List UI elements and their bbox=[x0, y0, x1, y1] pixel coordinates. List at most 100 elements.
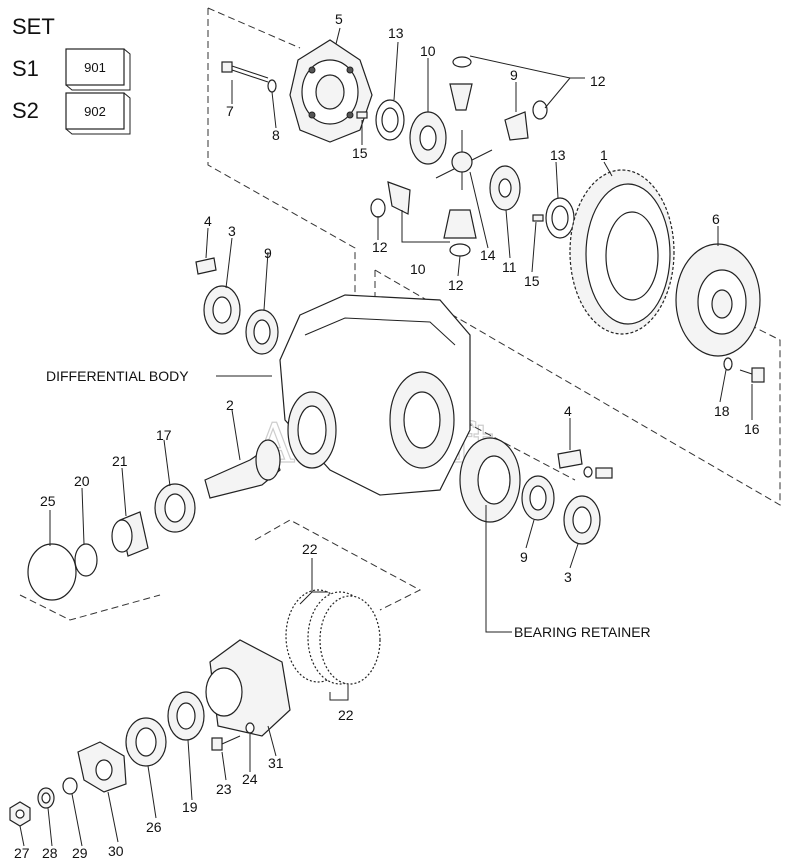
callout-5: 5 bbox=[335, 11, 343, 27]
frame-shim bbox=[19, 594, 161, 621]
part-19-bearing[interactable] bbox=[167, 691, 205, 741]
part-3-adjuster-a[interactable] bbox=[203, 285, 241, 335]
callout-31: 31 bbox=[268, 755, 284, 771]
part-1-ring-gear[interactable] bbox=[569, 169, 675, 335]
callout-13-a: 13 bbox=[388, 25, 404, 41]
callout-21: 21 bbox=[112, 453, 128, 469]
set-s1-code: 901 bbox=[84, 60, 106, 75]
frame-differential-upper bbox=[207, 8, 356, 382]
label-differential-body: DIFFERENTIAL BODY bbox=[46, 368, 189, 384]
part-3-adjuster-b[interactable] bbox=[563, 495, 601, 545]
part-15-pin-a[interactable] bbox=[356, 111, 368, 119]
part-2-drive-pinion[interactable] bbox=[204, 439, 281, 499]
part-6-diff-case[interactable] bbox=[675, 243, 761, 357]
callout-13-b: 13 bbox=[550, 147, 566, 163]
part-15-pin-b[interactable] bbox=[532, 214, 544, 222]
part-11-side-gear-a[interactable] bbox=[409, 111, 447, 165]
part-17-washer[interactable] bbox=[723, 357, 733, 371]
part-16-bolt[interactable] bbox=[739, 367, 765, 383]
part-18-bearing[interactable] bbox=[154, 483, 196, 533]
part-24-washer[interactable] bbox=[245, 722, 255, 734]
part-26-seal[interactable] bbox=[125, 717, 167, 767]
part-4-bolt[interactable] bbox=[583, 466, 613, 479]
part-4-lock-plate-a[interactable] bbox=[195, 257, 217, 275]
callout-30: 30 bbox=[108, 843, 124, 859]
part-12-washer-b[interactable] bbox=[532, 100, 548, 120]
callout-4-a: 4 bbox=[204, 213, 212, 229]
callout-15-a: 15 bbox=[352, 145, 368, 161]
part-25-shim[interactable] bbox=[27, 543, 77, 601]
callout-8: 8 bbox=[272, 127, 280, 143]
callout-1: 1 bbox=[600, 147, 608, 163]
set-s1-label: S1 bbox=[12, 56, 39, 81]
part-5-diff-case[interactable] bbox=[289, 39, 373, 143]
callout-28: 28 bbox=[42, 845, 58, 861]
part-12-washer-d[interactable] bbox=[449, 243, 471, 257]
callout-12-a: 12 bbox=[590, 73, 606, 89]
part-10-pinion-c[interactable] bbox=[387, 181, 411, 215]
callout-11-a: 10 bbox=[420, 43, 436, 59]
frame-bearing-retainer bbox=[254, 519, 422, 611]
callout-15-b: 15 bbox=[524, 273, 540, 289]
callout-7: 7 bbox=[226, 103, 234, 119]
callout-26: 26 bbox=[146, 819, 162, 835]
part-12-washer-a[interactable] bbox=[452, 56, 472, 68]
callout-22-b: 22 bbox=[338, 707, 354, 723]
set-title: SET bbox=[12, 14, 55, 39]
part-29-o-ring[interactable] bbox=[62, 777, 78, 795]
set-s2-box[interactable] bbox=[65, 92, 125, 130]
callout-9-b: 9 bbox=[520, 549, 528, 565]
part-20-ring[interactable] bbox=[74, 543, 98, 577]
callout-16: 16 bbox=[744, 421, 760, 437]
part-27-nut[interactable] bbox=[9, 801, 31, 827]
callout-4-b: 4 bbox=[564, 403, 572, 419]
callout-12-c: 12 bbox=[448, 277, 464, 293]
callout-2: 2 bbox=[226, 397, 234, 413]
callout-22-a: 22 bbox=[302, 541, 318, 557]
bearing-retainer[interactable] bbox=[459, 437, 521, 523]
callout-3-a: 3 bbox=[228, 223, 236, 239]
part-9-bearing-b[interactable] bbox=[521, 475, 555, 521]
callout-11-b: 11 bbox=[502, 259, 517, 275]
callout-27: 27 bbox=[14, 845, 30, 861]
callouts: 5 7 8 15 13 10 9 12 1 13 6 12 10 12 14 1… bbox=[14, 11, 760, 861]
callout-3-b: 3 bbox=[564, 569, 572, 585]
set-s2-code: 902 bbox=[84, 104, 106, 119]
part-9-bearing-a[interactable] bbox=[245, 309, 279, 355]
callout-23: 23 bbox=[216, 781, 232, 797]
callout-10-b: 10 bbox=[410, 261, 426, 277]
callout-29: 29 bbox=[72, 845, 88, 861]
callout-25: 25 bbox=[40, 493, 56, 509]
part-4-lock-plate-b[interactable] bbox=[557, 449, 583, 469]
callout-6: 6 bbox=[712, 211, 720, 227]
part-8-washer[interactable] bbox=[267, 79, 277, 93]
part-10-pinion-a[interactable] bbox=[449, 83, 473, 111]
callout-24: 24 bbox=[242, 771, 258, 787]
callout-10-a: 9 bbox=[510, 67, 518, 83]
differential-body[interactable] bbox=[279, 294, 471, 496]
label-bearing-retainer: BEARING RETAINER bbox=[514, 624, 651, 640]
set-s1-box[interactable] bbox=[65, 48, 125, 86]
callout-19: 19 bbox=[182, 799, 198, 815]
part-12-washer-c[interactable] bbox=[370, 198, 386, 218]
part-14-spider[interactable] bbox=[435, 130, 493, 190]
part-30-yoke[interactable] bbox=[77, 741, 127, 793]
part-11-side-gear-b[interactable] bbox=[489, 165, 521, 211]
callout-14: 14 bbox=[480, 247, 496, 263]
callout-9-a: 9 bbox=[264, 245, 272, 261]
part-7-bolt[interactable] bbox=[221, 61, 269, 83]
callout-18: 17 bbox=[156, 427, 172, 443]
part-28-washer[interactable] bbox=[37, 787, 55, 809]
part-22-shims[interactable] bbox=[285, 589, 381, 685]
part-23-bolt[interactable] bbox=[211, 735, 241, 751]
callout-12-b: 12 bbox=[372, 239, 388, 255]
part-31-retainer-housing[interactable] bbox=[205, 639, 291, 737]
frame-differential-right bbox=[374, 269, 781, 506]
callout-20: 20 bbox=[74, 473, 90, 489]
callout-17: 18 bbox=[714, 403, 730, 419]
part-21-spacer[interactable] bbox=[111, 511, 149, 557]
set-s2-label: S2 bbox=[12, 98, 39, 123]
part-10-pinion-b[interactable] bbox=[504, 111, 529, 141]
part-10-pinion-d[interactable] bbox=[443, 209, 477, 239]
